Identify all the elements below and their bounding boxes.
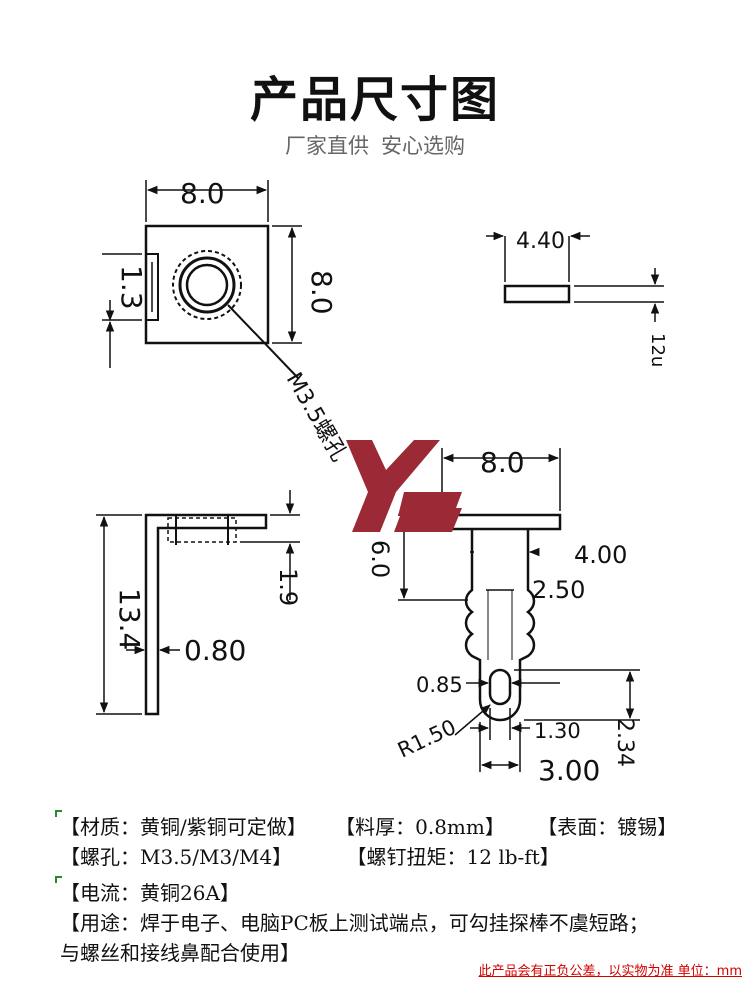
page-subtitle: 厂家直供安心选购 (0, 132, 750, 160)
dim-end-thickness: 12u (647, 333, 668, 367)
dim-side-height: 13.4 (113, 588, 146, 650)
spec-row-1: 【材质：黄铜/紫铜可定做】 【料厚：0.8mm】 【表面：镀锡】 (55, 810, 750, 842)
dim-slot-offset: 1.3 (115, 265, 148, 310)
spec-row-2: 【螺孔：M3.5/M3/M4】 【螺钉扭矩：12 lb-ft】 (60, 842, 750, 872)
spec-torque: 【螺钉扭矩：12 lb-ft】 (346, 845, 560, 869)
spec-list: 【材质：黄铜/紫铜可定做】 【料厚：0.8mm】 【表面：镀锡】 【螺孔：M3.… (55, 810, 750, 968)
dim-front-width: 8.0 (480, 446, 525, 479)
dim-front-radius: R1.50 (394, 715, 460, 763)
spec-usage-line2: 与螺丝和接线鼻配合使用】 (60, 941, 300, 965)
dim-side-thickness: 0.80 (184, 634, 246, 667)
end-view (486, 231, 664, 322)
page-title: 产品尺寸图 (249, 72, 500, 128)
dim-front-neck: 6.0 (366, 540, 394, 578)
spec-current: 【电流：黄铜26A】 (60, 881, 240, 905)
spec-material: 【材质：黄铜/紫铜可定做】 (60, 815, 307, 839)
top-view (102, 180, 302, 379)
subtitle-left: 厂家直供 (285, 134, 369, 158)
dim-front-stem: 4.00 (574, 541, 627, 569)
spec-surface: 【表面：镀锡】 (537, 815, 678, 839)
dim-front-tip-height: 2.34 (612, 718, 637, 767)
side-view (96, 490, 300, 716)
spec-row-3: 【电流：黄铜26A】 (55, 876, 750, 908)
spec-row-4: 【用途：焊于电子、电脑PC板上测试端点，可勾挂探棒不虞短路； (60, 908, 750, 938)
logo-mark (346, 440, 462, 532)
dim-front-tip-width: 1.30 (534, 719, 581, 743)
bullet-mark-icon (55, 810, 62, 817)
dim-front-bottom-width: 3.00 (538, 754, 600, 787)
spec-hole: 【螺孔：M3.5/M3/M4】 (60, 845, 293, 869)
spec-thickness: 【料厚：0.8mm】 (335, 815, 505, 839)
dimension-drawing: 8.0 8.0 1.3 M3.5螺孔 4.40 12u 13.4 0.80 1.… (96, 177, 668, 787)
dim-front-hole: 0.85 (416, 673, 463, 697)
subtitle-right: 安心选购 (381, 134, 465, 158)
dim-end-width: 4.40 (516, 229, 565, 254)
dim-nut-height: 1.9 (274, 568, 302, 606)
spec-row-5: 与螺丝和接线鼻配合使用】 (60, 938, 750, 968)
spec-usage-line1: 【用途：焊于电子、电脑PC板上测试端点，可勾挂探棒不虞短路； (60, 911, 649, 935)
bullet-mark-icon (55, 876, 62, 883)
dim-front-groove: 2.50 (532, 576, 585, 604)
hole-label: M3.5螺孔 (281, 369, 352, 466)
dim-top-height: 8.0 (305, 270, 338, 315)
tolerance-note: 此产品会有正负公差，以实物为准 单位：mm (478, 964, 742, 979)
dim-top-width: 8.0 (180, 177, 225, 210)
